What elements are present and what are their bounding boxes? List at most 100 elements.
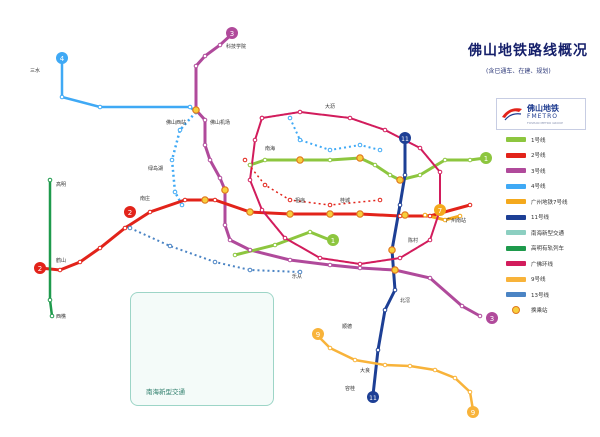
station-dot: [288, 116, 292, 120]
station-dot: [194, 64, 198, 68]
legend-item: 2号线: [506, 148, 568, 164]
station-dot: [248, 163, 252, 167]
station-label-sanshui: 三水: [30, 67, 40, 74]
station-dot: [438, 170, 442, 174]
svg-text:1: 1: [484, 155, 488, 163]
station-dot: [383, 128, 387, 132]
station-dot: [378, 198, 382, 202]
station-dot: [123, 226, 127, 230]
station-dot: [378, 148, 382, 152]
line9-badge-b: 9: [467, 406, 479, 418]
legend-item: 3号线: [506, 163, 568, 179]
svg-text:4: 4: [60, 55, 65, 63]
station-label-nanhai: 南海: [265, 145, 275, 152]
line9-route: [318, 336, 473, 410]
station-label-heshan: 鹤山: [56, 257, 66, 264]
legend-swatch: [506, 292, 526, 297]
station-dot: [408, 364, 412, 368]
legend-item: 广佛环线: [506, 256, 568, 272]
station-dot: [263, 158, 267, 162]
station-dot: [283, 236, 287, 240]
legend-swatch: [506, 199, 526, 204]
logo-swoosh-icon: [501, 105, 523, 121]
station-dot: [428, 238, 432, 242]
legend-label: 11号线: [531, 213, 549, 221]
legend-item: 高明有轨列车: [506, 241, 568, 257]
station-dot: [203, 118, 207, 122]
line3-route: [196, 34, 480, 316]
interchange-station: [193, 107, 199, 113]
station-dot: [373, 163, 377, 167]
line3-badge-b: 3: [486, 312, 498, 324]
legend-swatch: [506, 137, 526, 142]
station-dot: [48, 178, 52, 182]
legend-label: 高明有轨列车: [531, 244, 564, 252]
line1-route: [250, 158, 485, 180]
legend-swatch: [506, 277, 526, 282]
legend-item-interchange: 换乘站: [506, 303, 568, 319]
station-dot: [328, 158, 332, 162]
station-label-foshan-jichang: 佛山机场: [210, 119, 230, 126]
svg-text:9: 9: [471, 409, 475, 417]
station-dot: [60, 95, 64, 99]
svg-text:9: 9: [316, 331, 320, 339]
station-dot: [418, 173, 422, 177]
station-label-zumiao: 祖庙: [295, 197, 305, 204]
station-dot: [183, 198, 187, 202]
map-title: 佛山地铁路线概况: [468, 40, 588, 60]
line1-badge-b: 1: [327, 234, 339, 246]
legend-label-interchange: 换乘站: [531, 306, 548, 314]
tram-route: [50, 180, 52, 316]
line7-badge: 7: [434, 204, 446, 216]
legend-label: 3号线: [531, 167, 546, 175]
legend-label: 广州地铁7号线: [531, 198, 568, 206]
station-dot: [78, 260, 82, 264]
station-label-dali: 大沥: [325, 103, 335, 110]
station-dot: [288, 258, 292, 262]
station-dot: [188, 105, 192, 109]
line2-route: [40, 200, 470, 270]
station-dot: [468, 158, 472, 162]
station-dot: [398, 203, 402, 207]
station-dot: [48, 298, 52, 302]
station-dot: [423, 213, 427, 217]
line11-badge: 11: [399, 132, 411, 144]
interchange-station: [397, 177, 403, 183]
fmetro-logo: 佛山地铁 FMETRO FOSHAN METRO GROUP: [496, 98, 586, 130]
legend-swatch: [506, 184, 526, 189]
station-label-nanzhuang: 南庄: [140, 195, 150, 202]
legend-swatch: [506, 261, 526, 266]
line2-badge-b: 2: [34, 262, 46, 274]
interchange-station: [357, 155, 363, 161]
station-dot: [248, 178, 252, 182]
station-dot: [383, 308, 387, 312]
station-dot: [58, 268, 62, 272]
line3-badge: 3: [226, 27, 238, 39]
station-dot: [233, 253, 237, 257]
station-dot: [328, 148, 332, 152]
logo-name-en: FMETRO: [527, 113, 558, 120]
station-dot: [98, 105, 102, 109]
station-dot: [253, 138, 257, 142]
svg-text:7: 7: [438, 207, 442, 215]
map-subtitle: (含已通车、在建、规划): [486, 66, 551, 75]
interchange-station: [357, 211, 363, 217]
interchange-station: [247, 209, 253, 215]
legend-swatch: [506, 215, 526, 220]
svg-text:11: 11: [401, 136, 409, 143]
station-label-kexuecheng: 科技学院: [226, 43, 246, 50]
station-dot: [248, 268, 252, 272]
station-dot: [358, 262, 362, 266]
interchange-station: [389, 247, 395, 253]
station-label-beijiao: 北滘: [400, 297, 410, 304]
svg-text:3: 3: [490, 315, 494, 323]
station-dot: [403, 173, 407, 177]
legend-item: 广州地铁7号线: [506, 194, 568, 210]
legend-item: 9号线: [506, 272, 568, 288]
station-label-lubao: 绿岛湖: [148, 165, 163, 172]
station-label-xiqiao: 西樵: [56, 313, 66, 320]
svg-text:3: 3: [230, 30, 234, 38]
ferry-inset-label: 南海新型交通: [146, 386, 185, 396]
station-dot: [213, 198, 217, 202]
